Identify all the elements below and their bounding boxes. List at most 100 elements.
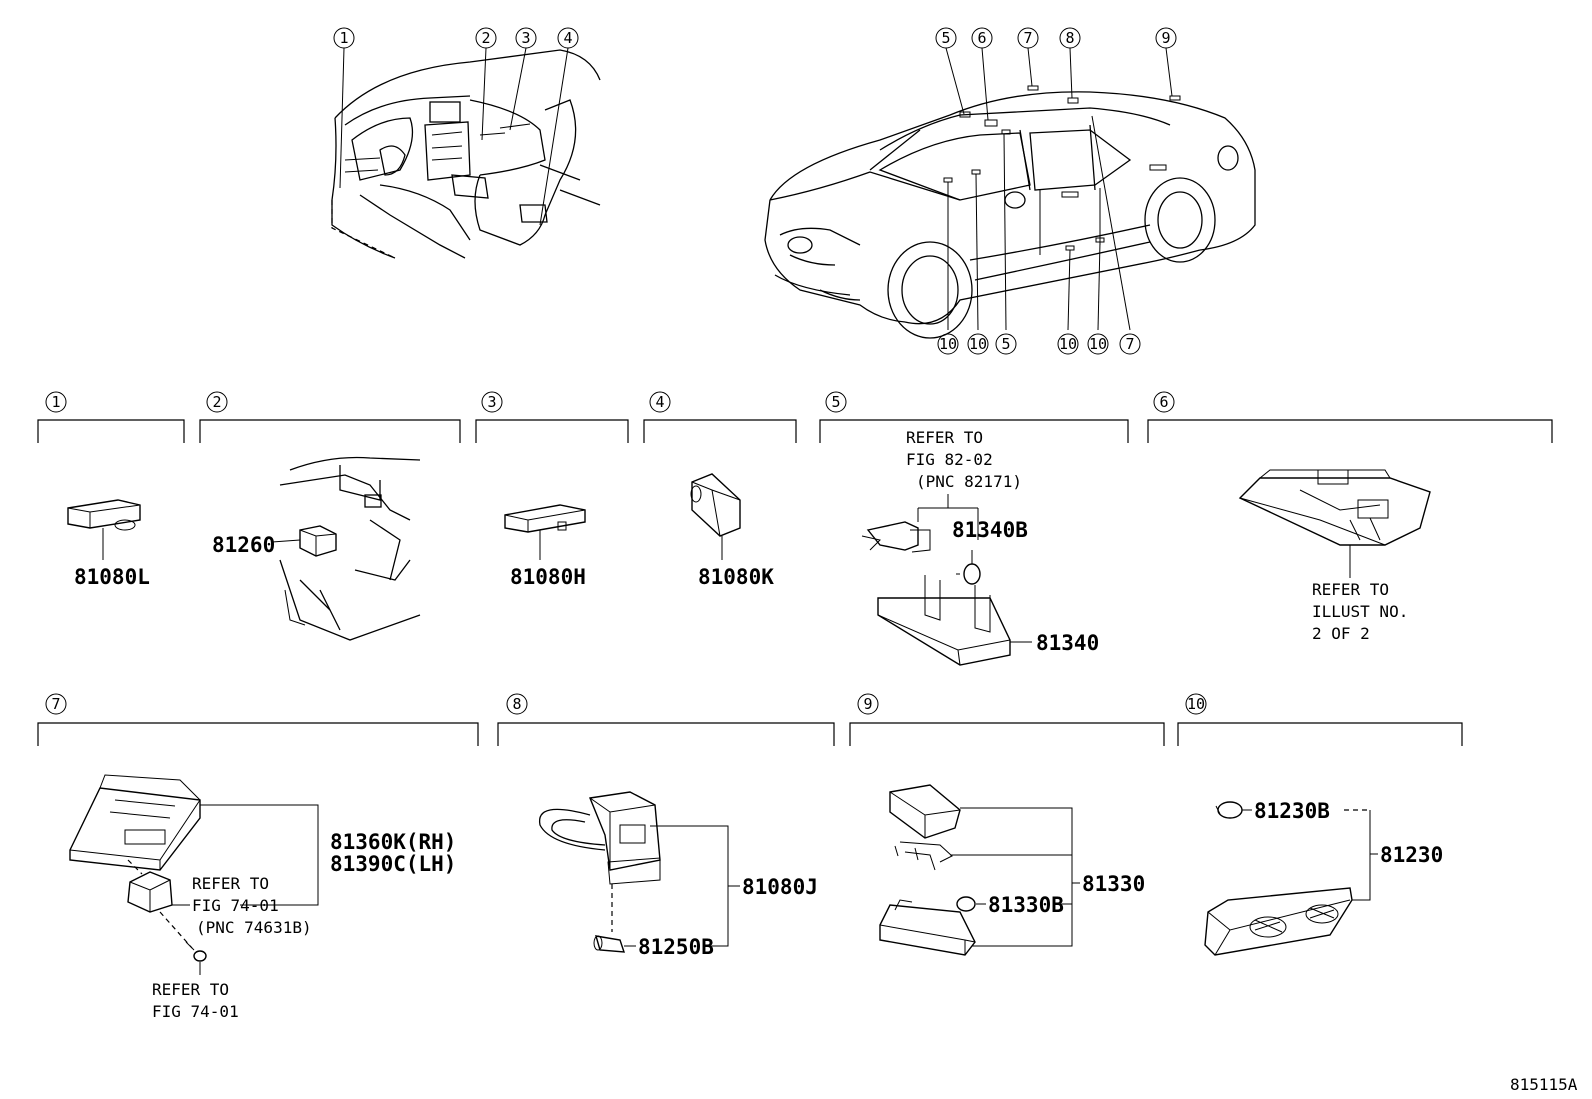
section-callout: 8 <box>506 693 528 715</box>
section-callout: 10 <box>1185 693 1207 715</box>
callout-circle: 10 <box>967 333 989 355</box>
switch-illustration <box>127 871 173 913</box>
callout-circle: 2 <box>475 27 497 49</box>
svg-text:7: 7 <box>1125 335 1134 353</box>
reference-note: REFER TO <box>1312 580 1389 599</box>
svg-text:8: 8 <box>1065 29 1074 47</box>
festoon-bulb-illustration <box>593 935 625 953</box>
part-81080L-illustration <box>67 499 141 531</box>
part-number-label: 81340 <box>1036 631 1099 655</box>
svg-text:9: 9 <box>863 695 872 713</box>
interior-callouts: 1 2 3 4 <box>333 27 579 49</box>
section-callout: 2 <box>206 391 228 413</box>
svg-text:2: 2 <box>212 393 221 411</box>
svg-text:10: 10 <box>1089 335 1107 353</box>
section-callout: 3 <box>481 391 503 413</box>
lens-cover-illustration <box>889 784 961 839</box>
svg-text:8: 8 <box>512 695 521 713</box>
reference-note: FIG 74-01 <box>192 896 279 915</box>
section-2: 2 81260 <box>199 391 461 641</box>
section-6: 6 REFER TO ILLUST NO. 2 OF 2 <box>1147 391 1553 643</box>
part-number-label: 81250B <box>638 935 714 959</box>
lamp-housing-illustration <box>877 575 1011 666</box>
callout-circle: 10 <box>1057 333 1079 355</box>
svg-text:5: 5 <box>831 393 840 411</box>
part-81260-illustration <box>279 456 421 641</box>
part-number-label: 81080H <box>510 565 586 589</box>
svg-text:7: 7 <box>1023 29 1032 47</box>
reference-note: FIG 82-02 <box>906 450 993 469</box>
part-number-label: 81390C(LH) <box>330 852 456 876</box>
callout-circle: 5 <box>995 333 1017 355</box>
svg-text:5: 5 <box>1001 335 1010 353</box>
section-callout: 4 <box>649 391 671 413</box>
lamp-base-illustration <box>879 899 976 956</box>
part-number-label: 81080J <box>742 875 818 899</box>
svg-text:1: 1 <box>339 29 348 47</box>
svg-text:4: 4 <box>563 29 572 47</box>
map-lamp-illustration <box>69 774 201 871</box>
vanity-lamp-illustration <box>538 791 661 885</box>
callout-circle: 3 <box>515 27 537 49</box>
reference-note: (PNC 74631B) <box>196 918 312 937</box>
section-9: 9 81330B 81330 <box>849 693 1165 956</box>
wedge-bulb-illustration <box>956 896 976 912</box>
part-81080K-illustration <box>690 473 741 537</box>
section-callout: 6 <box>1153 391 1175 413</box>
overhead-console-illustration <box>1238 469 1431 546</box>
part-number-label: 81230 <box>1380 843 1443 867</box>
svg-text:3: 3 <box>521 29 530 47</box>
reference-note: ILLUST NO. <box>1312 602 1408 621</box>
callout-circle: 10 <box>937 333 959 355</box>
callout-circle: 8 <box>1059 27 1081 49</box>
courtesy-lamp-illustration <box>1204 887 1353 956</box>
section-callout: 7 <box>45 693 67 715</box>
svg-text:4: 4 <box>655 393 664 411</box>
svg-text:6: 6 <box>977 29 986 47</box>
part-number-label: 81080K <box>698 565 774 589</box>
car-exterior-illustration <box>764 85 1256 339</box>
exterior-callouts-bottom: 10 10 5 10 10 7 <box>937 333 1141 355</box>
section-8: 8 81080J 81250B <box>497 693 835 959</box>
callout-circle: 9 <box>1155 27 1177 49</box>
reference-note: FIG 74-01 <box>152 1002 239 1021</box>
section-5: 5 REFER TO FIG 82-02 (PNC 82171) 81340B … <box>819 391 1129 666</box>
figure-id: 815115A <box>1510 1075 1578 1094</box>
part-81080H-illustration <box>504 504 586 533</box>
part-number-label: 81330 <box>1082 872 1145 896</box>
callout-circle: 7 <box>1119 333 1141 355</box>
interior-dashboard-illustration <box>331 49 601 259</box>
screw-illustration <box>185 941 207 962</box>
section-callout: 5 <box>825 391 847 413</box>
svg-text:1: 1 <box>51 393 60 411</box>
callout-circle: 4 <box>557 27 579 49</box>
svg-text:10: 10 <box>1187 695 1205 713</box>
reference-note: REFER TO <box>152 980 229 999</box>
part-number-label: 81230B <box>1254 799 1330 823</box>
section-1: 1 81080L <box>37 391 185 589</box>
callout-circle: 7 <box>1017 27 1039 49</box>
svg-text:2: 2 <box>481 29 490 47</box>
connector-illustration <box>861 521 931 553</box>
svg-text:10: 10 <box>969 335 987 353</box>
callout-circle: 5 <box>935 27 957 49</box>
reference-note: REFER TO <box>906 428 983 447</box>
exterior-leader-lines <box>945 47 1173 331</box>
bulb-illustration <box>956 563 981 585</box>
exterior-callouts-top: 5 6 7 8 9 <box>935 27 1177 49</box>
reference-note: 2 OF 2 <box>1312 624 1370 643</box>
section-3: 3 81080H <box>475 391 629 589</box>
section-callout: 1 <box>45 391 67 413</box>
svg-text:9: 9 <box>1161 29 1170 47</box>
section-4: 4 81080K <box>643 391 797 589</box>
terminal-illustration <box>894 841 953 871</box>
section-10: 10 81230B 81230 <box>1177 693 1463 956</box>
part-number-label: 81340B <box>952 518 1028 542</box>
section-callout: 9 <box>857 693 879 715</box>
part-number-label: 81080L <box>74 565 150 589</box>
part-number-label: 81360K(RH) <box>330 830 456 854</box>
svg-text:10: 10 <box>939 335 957 353</box>
part-number-label: 81330B <box>988 893 1064 917</box>
svg-text:3: 3 <box>487 393 496 411</box>
